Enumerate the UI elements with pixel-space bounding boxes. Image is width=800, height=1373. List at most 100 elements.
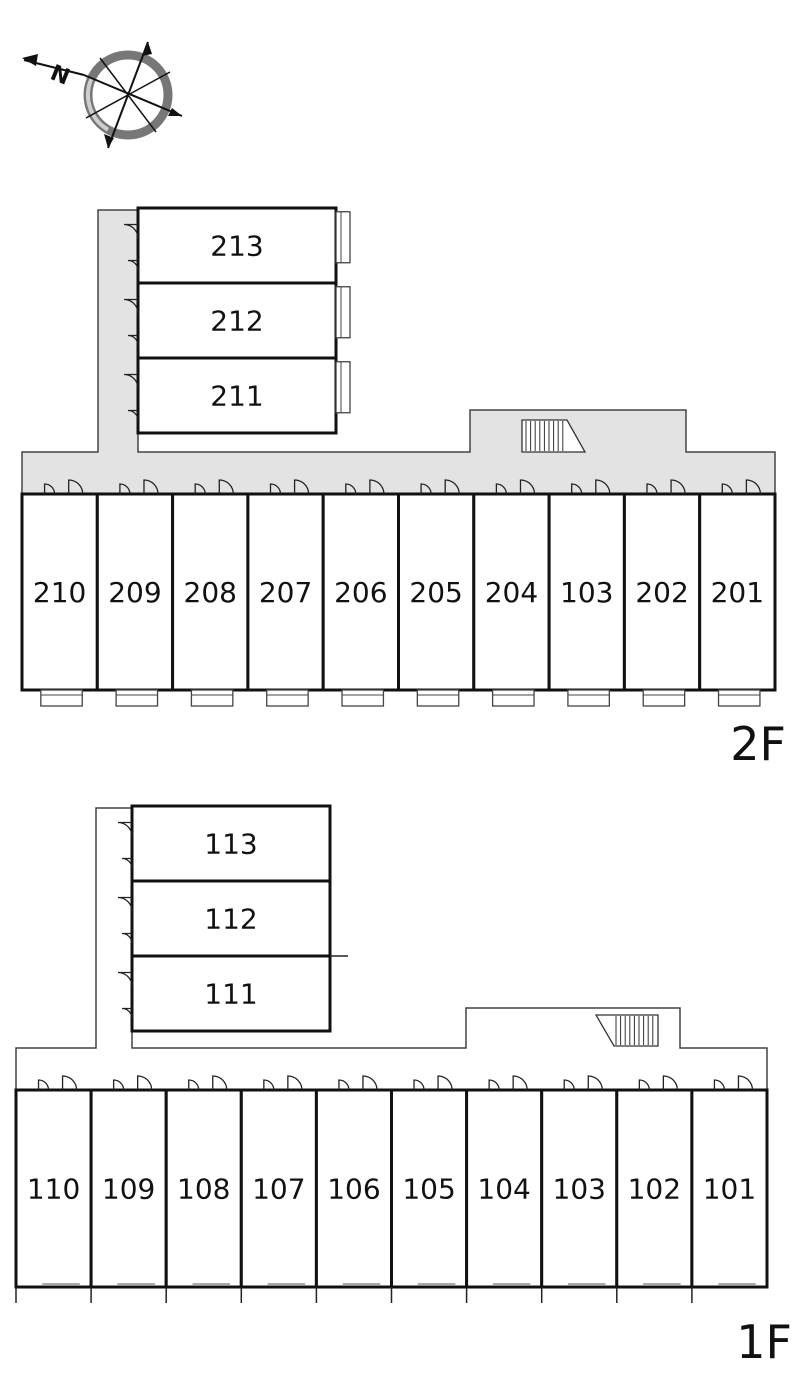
door-icon [127, 334, 139, 346]
unit-104: 104 [465, 1075, 544, 1303]
unit-label: 209 [108, 576, 161, 609]
door-icon [68, 479, 84, 495]
unit-206: 206 [321, 479, 401, 707]
door-icon [413, 1079, 425, 1091]
unit-211: 211 [123, 356, 351, 435]
unit-label: 103 [553, 1173, 606, 1206]
door-icon [43, 483, 56, 495]
door-icon [737, 1075, 754, 1091]
corridor-1f [15, 807, 768, 1091]
door-icon [121, 1007, 133, 1019]
door-icon [263, 1079, 275, 1091]
unit-label: 211 [210, 380, 263, 413]
door-icon [595, 479, 611, 495]
unit-205: 205 [397, 479, 476, 707]
unit-label: 210 [33, 576, 86, 609]
unit-label: 205 [409, 576, 462, 609]
unit-106: 106 [314, 1075, 393, 1303]
unit-110: 110 [14, 1075, 93, 1303]
unit-label: 113 [204, 828, 257, 861]
unit-label: 213 [210, 230, 263, 263]
unit-label: 206 [334, 576, 387, 609]
door-icon [369, 479, 385, 495]
unit-212: 212 [123, 281, 351, 360]
door-icon [293, 479, 310, 495]
balcony [717, 689, 761, 707]
door-icon [127, 259, 139, 271]
door-icon [721, 483, 733, 495]
door-icon [638, 1079, 650, 1091]
door-icon [123, 223, 139, 239]
unit-label: 207 [259, 576, 312, 609]
door-icon [127, 409, 139, 421]
balcony [115, 689, 159, 707]
door-icon [218, 479, 234, 495]
unit-208: 208 [171, 479, 250, 707]
compass-north-letter: N [47, 61, 73, 91]
door-icon [713, 1079, 726, 1091]
unit-label: 208 [184, 576, 237, 609]
balcony [190, 689, 234, 707]
door-icon [121, 857, 133, 869]
door-icon [269, 483, 282, 495]
door-icon [123, 373, 139, 389]
unit-label: 106 [327, 1173, 380, 1206]
unit-202: 202 [622, 479, 702, 707]
door-icon [143, 479, 159, 495]
door-icon [188, 1079, 200, 1091]
stairs-1f [594, 1014, 659, 1047]
unit-210: 210 [20, 479, 99, 707]
unit-107: 107 [239, 1075, 318, 1303]
unit-label: 212 [210, 305, 263, 338]
unit-label: 204 [485, 576, 538, 609]
door-icon [37, 1079, 50, 1091]
unit-label: 102 [628, 1173, 681, 1206]
unit-label: 110 [27, 1173, 80, 1206]
door-icon [117, 821, 133, 837]
door-icon [646, 483, 658, 495]
unit-109: 109 [89, 1075, 168, 1303]
door-icon [745, 479, 762, 495]
balcony [335, 286, 351, 339]
compass-rose-icon: N [22, 41, 183, 149]
balcony [40, 689, 83, 707]
unit-label: 107 [252, 1173, 305, 1206]
door-icon [61, 1075, 78, 1091]
door-icon [287, 1075, 303, 1091]
door-icon [670, 479, 686, 495]
unit-label: 101 [703, 1173, 756, 1206]
unit-112: 112 [117, 879, 332, 958]
unit-label: 112 [204, 903, 257, 936]
balcony [266, 689, 309, 707]
door-icon [345, 483, 357, 495]
door-icon [121, 932, 133, 944]
balcony [491, 689, 535, 707]
balcony [341, 689, 385, 707]
unit-label: 103 [560, 576, 613, 609]
door-icon [117, 896, 133, 912]
unit-102: 102 [615, 1075, 694, 1303]
door-icon [563, 1079, 575, 1091]
unit-213: 213 [123, 206, 351, 285]
door-icon [362, 1075, 378, 1091]
balcony [335, 211, 351, 264]
unit-108: 108 [164, 1075, 243, 1303]
unit-101: 101 [690, 1075, 769, 1303]
door-icon [119, 483, 131, 495]
door-icon [444, 479, 460, 495]
unit-111: 111 [117, 954, 332, 1033]
unit-label: 111 [204, 978, 257, 1011]
door-icon [488, 1079, 500, 1091]
door-icon [420, 483, 432, 495]
unit-209: 209 [95, 479, 175, 707]
door-icon [112, 1079, 125, 1091]
unit-207: 207 [246, 479, 325, 707]
door-icon [495, 483, 508, 495]
corridor-2f [21, 209, 776, 495]
door-icon [512, 1075, 528, 1091]
unit-103: 103 [540, 1075, 619, 1303]
unit-label: 105 [402, 1173, 455, 1206]
